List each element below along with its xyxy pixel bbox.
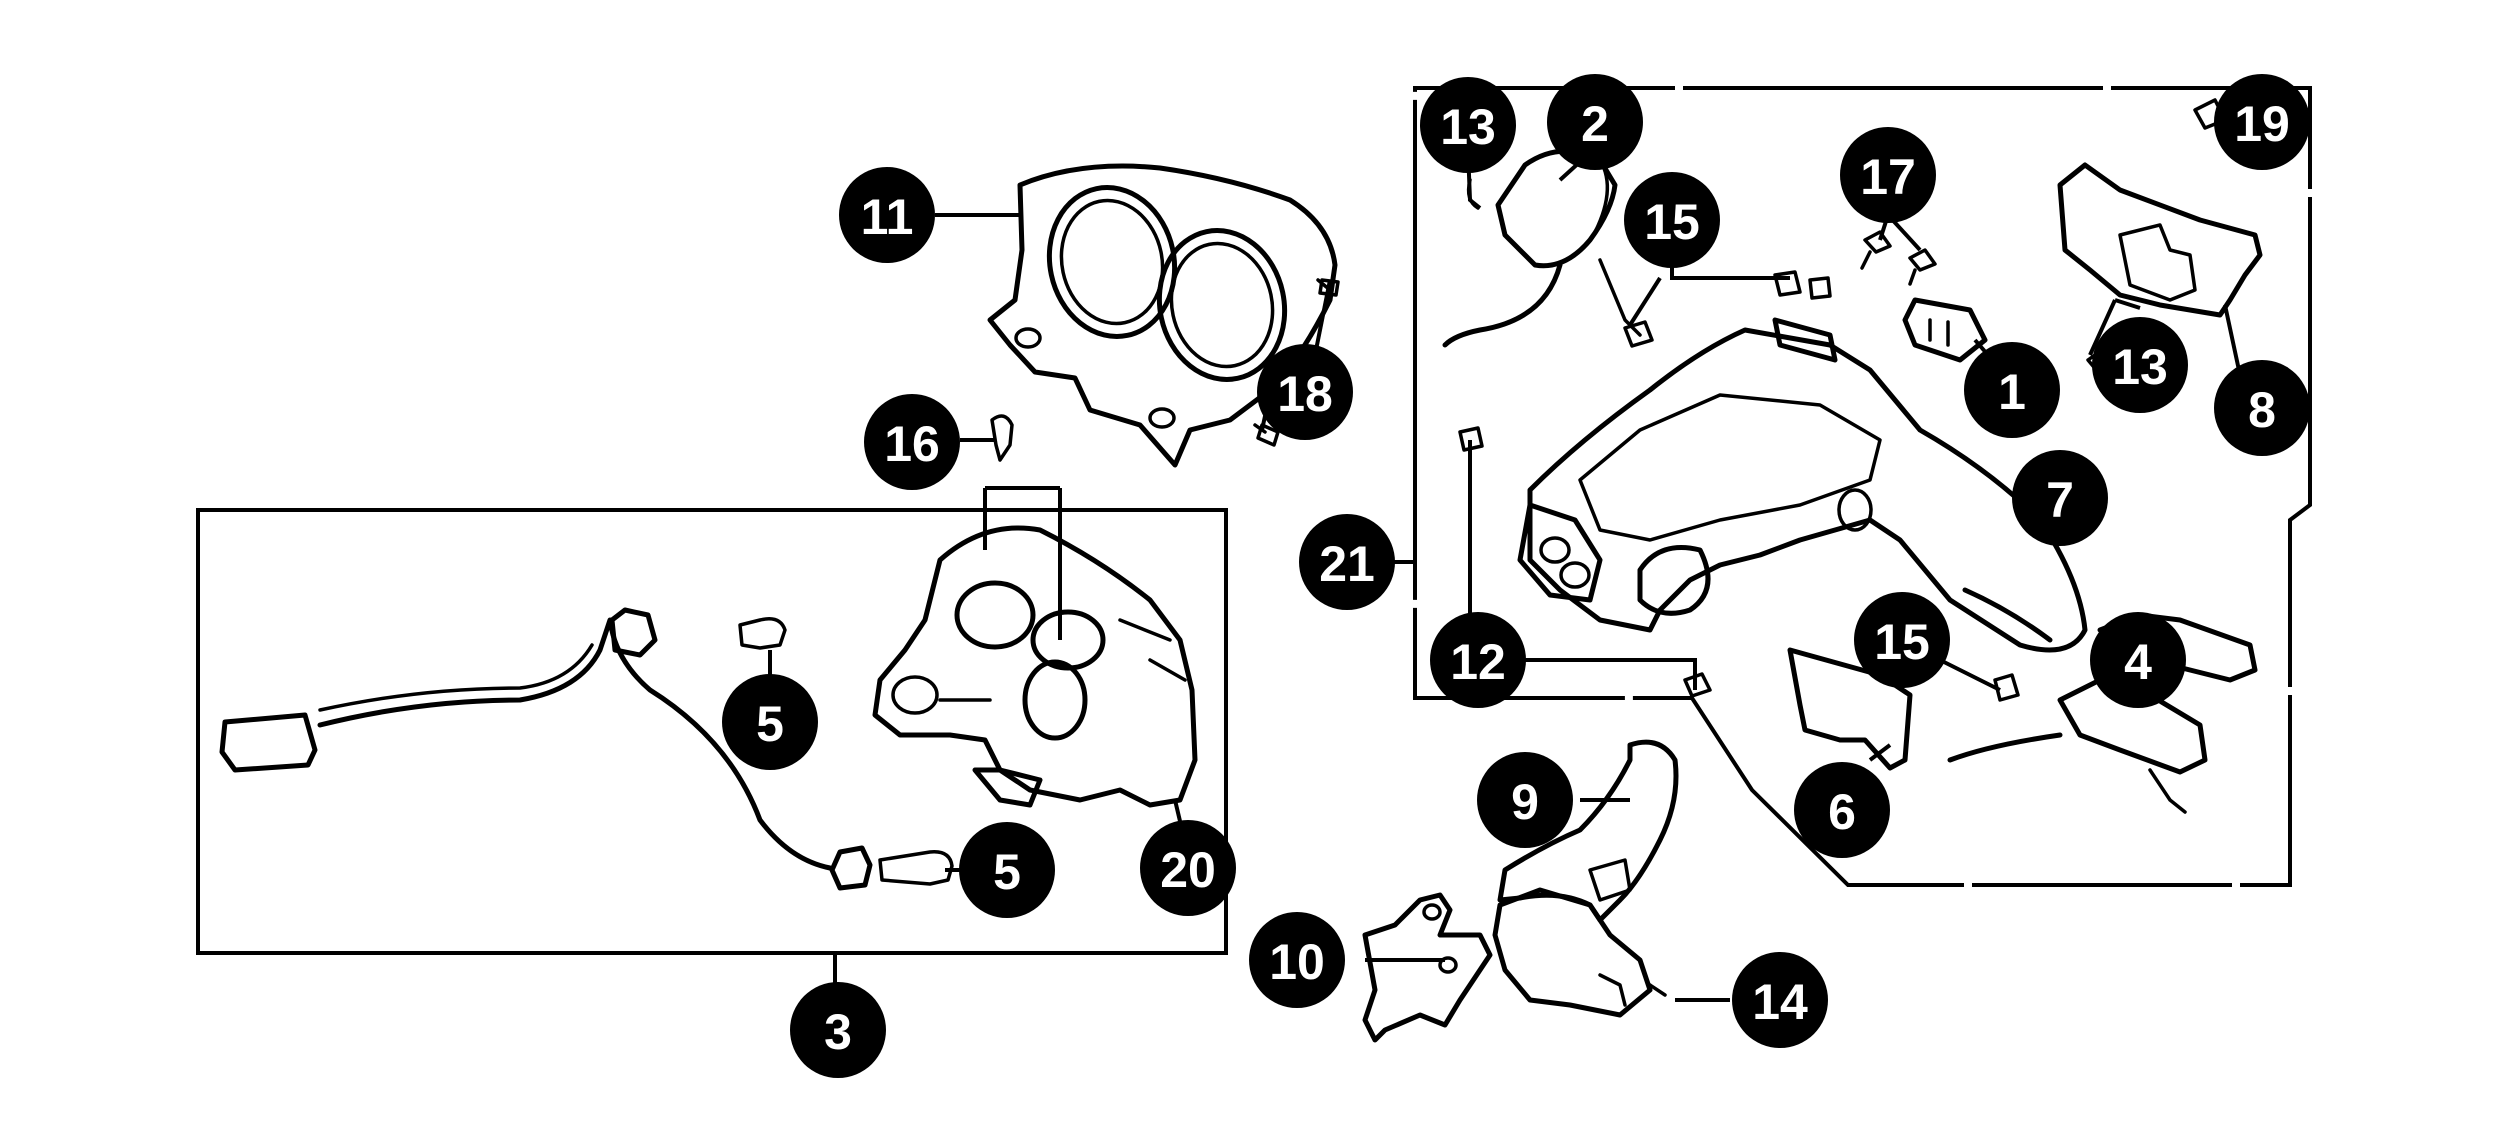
part-3-wire-harness bbox=[219, 607, 873, 891]
callout-9: 9 bbox=[1477, 752, 1573, 848]
callout-10: 10 bbox=[1249, 912, 1345, 1008]
svg-text:5: 5 bbox=[993, 844, 1021, 900]
callout-2: 2 bbox=[1547, 74, 1643, 170]
group-frame-21 bbox=[1413, 86, 2312, 887]
svg-text:20: 20 bbox=[1160, 842, 1216, 898]
svg-text:10: 10 bbox=[1269, 934, 1325, 990]
callout-13-upper: 13 bbox=[1420, 77, 1516, 173]
callout-18: 18 bbox=[1257, 344, 1353, 440]
svg-text:13: 13 bbox=[2112, 339, 2168, 395]
svg-text:5: 5 bbox=[756, 696, 784, 752]
part-17-screws bbox=[1860, 230, 1937, 286]
svg-text:6: 6 bbox=[1828, 784, 1856, 840]
callout-19: 19 bbox=[2214, 74, 2310, 170]
part-20-switch-housing bbox=[872, 525, 1198, 808]
callout-15-upper: 15 bbox=[1624, 172, 1720, 268]
part-18-screws bbox=[1256, 278, 1340, 447]
svg-text:11: 11 bbox=[861, 189, 914, 245]
svg-text:13: 13 bbox=[1440, 99, 1496, 155]
callout-11: 11 bbox=[839, 167, 935, 263]
svg-text:7: 7 bbox=[2046, 472, 2074, 528]
svg-text:3: 3 bbox=[824, 1004, 852, 1060]
callout-6: 6 bbox=[1794, 762, 1890, 858]
part-14-bracket bbox=[1492, 887, 1667, 1018]
callout-16: 16 bbox=[864, 394, 960, 490]
svg-text:16: 16 bbox=[884, 416, 940, 472]
svg-text:9: 9 bbox=[1511, 774, 1539, 830]
callout-17: 17 bbox=[1840, 127, 1936, 223]
callout-21: 21 bbox=[1299, 514, 1395, 610]
svg-text:19: 19 bbox=[2234, 96, 2290, 152]
callout-5-lower: 5 bbox=[959, 822, 1055, 918]
part-16-bulb bbox=[990, 414, 1014, 462]
callout-13-lower: 13 bbox=[2092, 317, 2188, 413]
callout-1: 1 bbox=[1964, 342, 2060, 438]
callout-4: 4 bbox=[2090, 612, 2186, 708]
svg-text:1: 1 bbox=[1998, 364, 2026, 420]
callout-20: 20 bbox=[1140, 820, 1236, 916]
callout-5-upper: 5 bbox=[722, 674, 818, 770]
part-10-bracket bbox=[1362, 892, 1493, 1043]
callout-8: 8 bbox=[2214, 360, 2310, 456]
callout-3: 3 bbox=[790, 982, 886, 1078]
svg-text:14: 14 bbox=[1752, 974, 1808, 1030]
svg-text:2: 2 bbox=[1581, 96, 1609, 152]
group-frame-3 bbox=[196, 508, 1228, 955]
svg-text:12: 12 bbox=[1450, 634, 1506, 690]
part-1-plate bbox=[1902, 297, 1988, 363]
svg-text:15: 15 bbox=[1644, 194, 1700, 250]
callout-7: 7 bbox=[2012, 450, 2108, 546]
callout-14: 14 bbox=[1732, 952, 1828, 1048]
part-7-main-bracket bbox=[1517, 317, 2088, 653]
part-15-clips-upper bbox=[1623, 270, 1832, 348]
svg-text:21: 21 bbox=[1319, 536, 1375, 592]
svg-text:8: 8 bbox=[2248, 382, 2276, 438]
part-5-bulb-upper bbox=[738, 617, 787, 650]
svg-text:18: 18 bbox=[1277, 366, 1333, 422]
svg-text:4: 4 bbox=[2124, 634, 2152, 690]
callout-12: 12 bbox=[1430, 612, 1526, 708]
svg-text:17: 17 bbox=[1860, 149, 1916, 205]
part-2-solenoid bbox=[1442, 148, 1642, 348]
callout-15-lower: 15 bbox=[1854, 592, 1950, 688]
part-5-bulb-lower bbox=[878, 850, 954, 886]
svg-text:15: 15 bbox=[1874, 614, 1930, 670]
